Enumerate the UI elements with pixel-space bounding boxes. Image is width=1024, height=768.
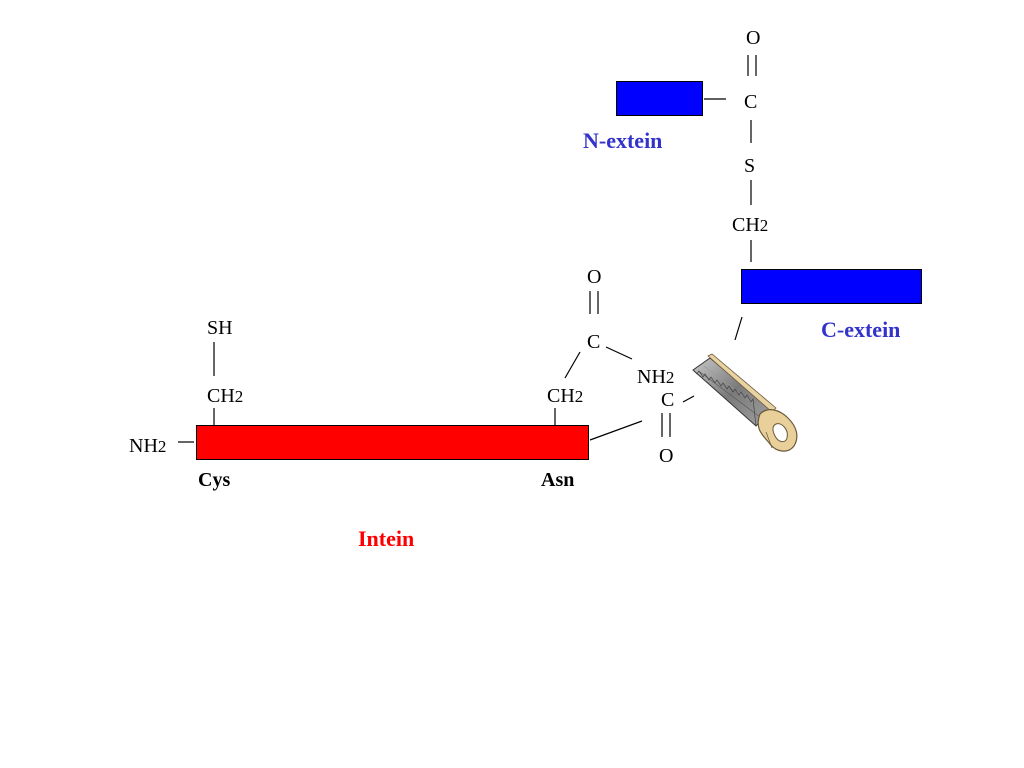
bond-c-dash: [682, 395, 695, 403]
atom-nh2-asn: NH2: [637, 366, 675, 388]
atom-o-asn: O: [587, 266, 602, 288]
atom-s: S: [744, 155, 756, 177]
atom-ch2-cys: CH2: [207, 385, 244, 407]
bond-c-nh2: [605, 346, 633, 360]
c-extein-bar: [741, 269, 922, 304]
intein-bar: [196, 425, 589, 460]
atom-c-top: C: [744, 91, 758, 113]
atom-c-backbone: C: [661, 389, 675, 411]
label-c-extein: C-extein: [821, 317, 901, 342]
atom-nh2-terminus: NH2: [129, 435, 167, 457]
hand-saw-icon: [692, 353, 798, 452]
label-intein: Intein: [358, 526, 415, 551]
label-asn: Asn: [541, 469, 575, 491]
bond-c-ch2-asn: [564, 351, 581, 379]
bond-intein-c: [589, 420, 643, 441]
atom-o-top: O: [746, 27, 761, 49]
atom-o-backbone: O: [659, 445, 674, 467]
n-extein-bar: [616, 81, 703, 116]
bond-cextein-nh: [734, 316, 743, 341]
atom-ch2-asn: CH2: [547, 385, 584, 407]
atom-sh: SH: [207, 317, 233, 339]
label-cys: Cys: [198, 469, 231, 491]
label-n-extein: N-extein: [583, 128, 663, 153]
atom-c-asn: C: [587, 331, 601, 353]
atom-ch2-top: CH2: [732, 214, 769, 236]
